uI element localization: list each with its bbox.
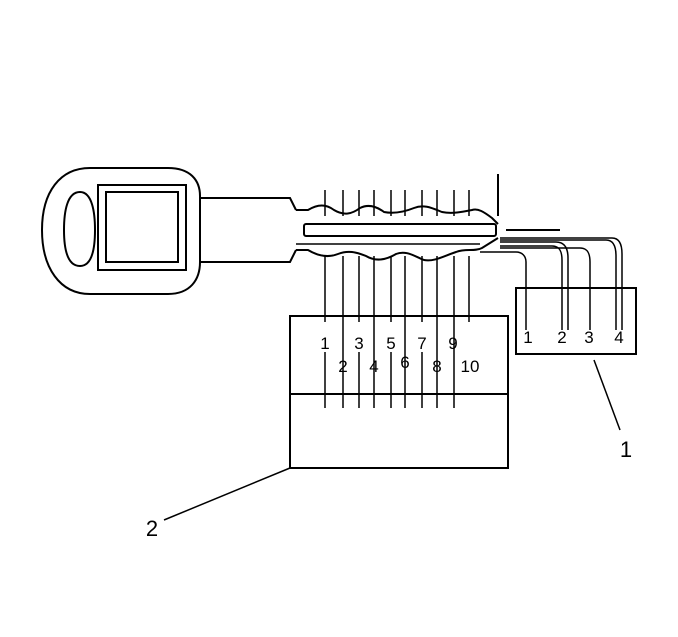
callout-2-label: 2: [146, 516, 158, 541]
depth-number: 4: [614, 328, 623, 347]
key-blade: [296, 204, 499, 262]
code-number: 9: [448, 334, 457, 353]
code-number: 2: [338, 357, 347, 376]
depth-number: 2: [557, 328, 566, 347]
code-chart-box: [289, 315, 509, 469]
guide-lines: [324, 174, 560, 231]
code-number: 5: [386, 334, 395, 353]
blade-groove: [303, 223, 497, 237]
key-head: [40, 167, 297, 295]
code-number: 10: [461, 357, 480, 376]
depth-chart: 1 2 3 4: [515, 287, 637, 355]
depth-leader: [500, 239, 617, 330]
code-leader-lines: [324, 256, 470, 408]
blade-top-cut: [296, 204, 499, 225]
depth-leader: [500, 247, 591, 330]
key-chip-inner: [105, 191, 179, 263]
depth-chart-box: [515, 287, 637, 355]
key-bow: [40, 167, 201, 295]
depth-leader: [500, 237, 623, 330]
code-number: 1: [320, 334, 329, 353]
depth-leader: [500, 241, 569, 330]
key-chip-outer: [97, 184, 187, 271]
depth-leader-lines: [480, 237, 623, 330]
key-hole: [62, 190, 97, 268]
code-chart: 1 2 3 4 5 6 7 8 9 10: [289, 315, 509, 469]
depth-leader: [480, 251, 527, 330]
callout-2-leader: [163, 467, 291, 521]
depth-leader: [500, 245, 563, 330]
code-number: 4: [369, 357, 378, 376]
callout-1-label: 1: [620, 437, 632, 462]
code-number: 7: [417, 334, 426, 353]
key-shank: [200, 197, 297, 263]
depth-number: 1: [523, 328, 532, 347]
blade-bottom-cut: [296, 237, 499, 262]
depth-number: 3: [584, 328, 593, 347]
callout-1-leader: [593, 359, 621, 431]
code-number: 8: [432, 357, 441, 376]
callouts: 1 2: [146, 359, 632, 541]
code-number: 3: [354, 334, 363, 353]
code-number: 6: [400, 353, 409, 372]
